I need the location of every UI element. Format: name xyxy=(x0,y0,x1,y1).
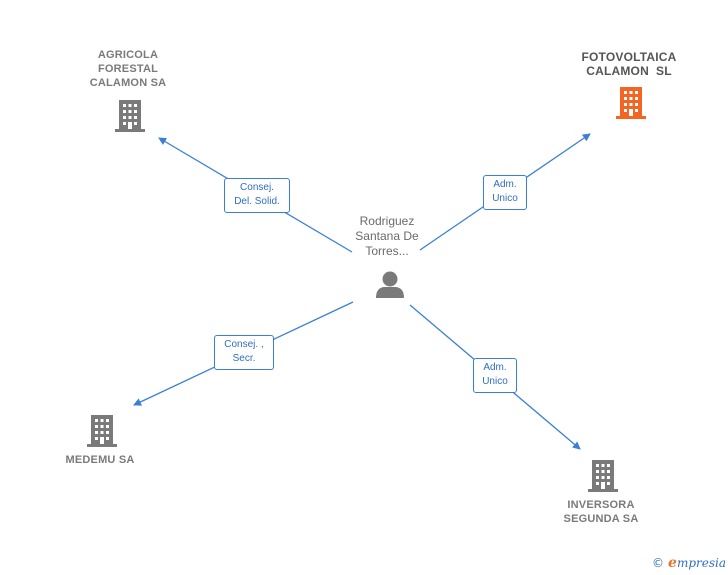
person-icon[interactable] xyxy=(376,271,404,299)
relation-badge-inversora[interactable]: Adm. Unico xyxy=(473,358,517,393)
medemu-building-icon[interactable] xyxy=(87,415,117,447)
company-label-medemu[interactable]: MEDEMU SA xyxy=(65,454,135,466)
company-label-inversora[interactable]: INVERSORA SEGUNDA SA xyxy=(563,499,639,525)
agricola-building-icon[interactable] xyxy=(115,100,145,132)
company-label-agricola[interactable]: AGRICOLA FORESTAL CALAMON SA xyxy=(89,49,167,89)
empresia-logo: ©empresia xyxy=(652,555,726,571)
person-label[interactable]: Rodriguez Santana De Torres... xyxy=(355,214,419,258)
fotovoltaica-building-icon[interactable] xyxy=(616,87,646,119)
brand-name: mpresia xyxy=(676,556,726,570)
brand-initial: e xyxy=(668,555,677,571)
relation-badge-agricola[interactable]: Consej. Del. Solid. xyxy=(224,178,290,213)
relation-badge-medemu[interactable]: Consej. , Secr. xyxy=(214,335,274,370)
company-label-fotovoltaica[interactable]: FOTOVOLTAICA CALAMON SL xyxy=(581,50,677,78)
copyright-symbol: © xyxy=(652,556,665,570)
inversora-building-icon[interactable] xyxy=(588,460,618,492)
relation-badge-fotovoltaica[interactable]: Adm. Unico xyxy=(483,175,527,210)
